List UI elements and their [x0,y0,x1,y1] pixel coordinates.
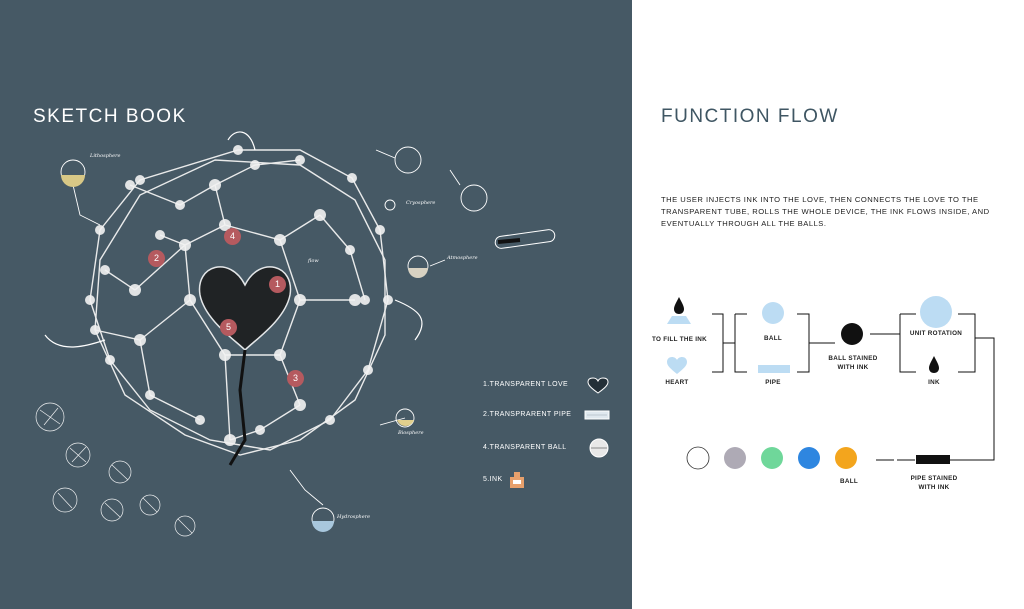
label-to-fill-the-ink: TO FILL THE INK [652,336,707,343]
marker-5: 5 [220,319,237,336]
pipe-icon [584,410,610,420]
marker-1: 1 [269,276,286,293]
flow-diagram [667,296,995,464]
note-hydrosphere: Hydrosphere [337,514,371,520]
fill-tray-icon [667,316,691,324]
heart-icon [587,377,609,394]
ball-color-4 [798,447,820,469]
note-atmosphere: Atmosphere [447,255,478,261]
label-ball: BALL [764,335,782,342]
note-biosphere: Biosphere [398,430,424,436]
marker-2: 2 [148,250,165,267]
label-heart: HEART [665,379,689,386]
label-pipe-stained: PIPE STAINED WITH INK [910,475,958,491]
marker-4: 4 [224,228,241,245]
sketch-book-title: SKETCH BOOK [33,106,187,127]
sketch-book-panel: SKETCH BOOK [0,0,632,609]
ink-drop-icon [674,297,684,314]
function-flow-title: FUNCTION FLOW [661,106,839,127]
ball-row [686,446,857,470]
legend-transparent-pipe: 2.TRANSPRARENT PIPE [483,411,572,418]
legend-transparent-love: 1.TRANSPARENT LOVE [483,381,569,388]
marker-3: 3 [287,370,304,387]
stained-ball-icon [841,323,863,345]
ball-color-5 [835,447,857,469]
label-ink: INK [928,379,940,386]
label-unit-rotation: UNIT ROTATION [909,330,963,337]
note-lithosphere: Lithosphere [90,153,121,159]
ball-color-2 [724,447,746,469]
fullerene-sketch [35,131,556,537]
note-cryosphere: Cryosphere [406,200,436,206]
legend-transparent-ball: 4.TRANSPARENT BALL [483,444,567,451]
stained-pipe-icon [916,455,950,464]
ball-icon [589,438,609,458]
ink-drop-icon-2 [929,356,939,373]
note-flow: flow [308,258,319,264]
flow-description: THE USER INJECTS INK INTO THE LOVE, THEN… [661,195,990,228]
pipe-flow-icon [758,365,790,373]
ink-bottle-icon [510,472,524,488]
label-ball-row: BALL [840,478,858,485]
ball-color-3 [761,447,783,469]
label-ball-stained: BALL STAINED WITH INK [828,355,878,371]
label-pipe: PIPE [765,379,781,386]
ball-color-1 [686,446,710,470]
function-flow-panel: FUNCTION FLOW THE USER INJECTS INK INTO … [632,0,1024,609]
heart-flow-icon [667,357,687,374]
unit-rotation-ball-icon [920,296,952,328]
legend-ink: 5.INK [483,476,503,483]
ball-flow-icon [762,302,784,324]
